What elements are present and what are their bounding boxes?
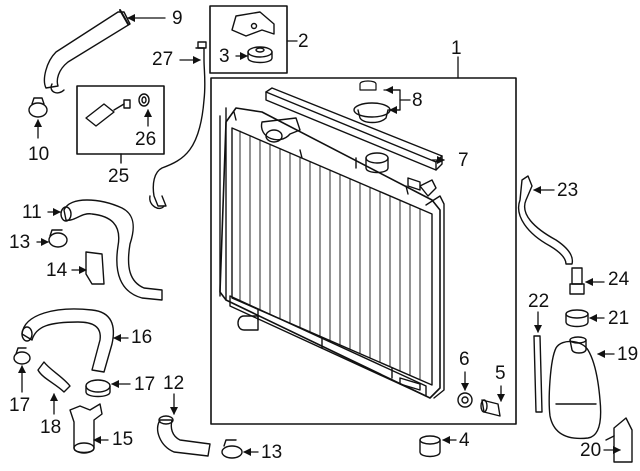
hose-clamp-13a [48,229,68,248]
callout-24: 24 [608,269,630,290]
mount-cushion-4 [419,435,441,458]
overflow-tube-27 [149,41,207,210]
upper-tank-inlet [260,117,301,143]
callout-6: 6 [459,349,470,370]
temp-sensor-25 [85,93,150,127]
hose-clamp-10 [28,97,48,118]
callout-2: 2 [298,31,309,52]
callout-4: 4 [459,430,470,451]
callout-27: 27 [152,49,174,70]
radiator-filler-neck [365,152,437,197]
reservoir-tank-19 [548,336,602,440]
lower-hose-11 [60,199,163,301]
callout-1: 1 [451,38,462,59]
callout-17b: 17 [134,374,156,395]
leader-lines [18,14,621,456]
callout-13b: 13 [261,442,283,463]
bracket-2 [231,11,275,37]
callout-10: 10 [28,144,50,165]
callout-26: 26 [135,129,157,150]
callout-3: 3 [219,46,230,67]
callout-8: 8 [412,90,423,111]
callout-19: 19 [617,344,639,365]
hose-18 [37,361,71,393]
radiator-core [219,107,445,399]
callout-16: 16 [131,327,153,348]
bracket-20 [605,417,633,463]
mount-rubber-3 [247,46,273,64]
reservoir-hose-23 [518,175,574,265]
callout-11: 11 [22,202,42,223]
callout-18: 18 [40,417,62,438]
callout-23: 23 [557,180,579,201]
hose-clamp-17a [13,347,31,365]
reservoir-pipe-22 [533,335,543,413]
callout-17a: 17 [9,395,31,416]
joint-15 [69,403,103,454]
radiator-cap [353,80,391,124]
hose-12 [156,415,211,457]
callout-14: 14 [46,260,68,281]
drain-plug-6 [457,392,473,408]
drain-cock-5 [480,399,501,417]
radiator-assembly-box [210,77,517,425]
hose-clamp-17b [85,379,111,398]
hose-clamp-13b [221,439,243,459]
callout-21: 21 [608,308,630,329]
bracket-group-box [209,5,288,74]
callout-9: 9 [172,8,183,29]
grommet-21 [565,309,589,328]
callout-25: 25 [108,166,130,187]
bracket-14 [85,251,105,285]
upper-hose [43,9,131,94]
callout-20: 20 [580,440,602,461]
callout-13a: 13 [9,232,31,253]
callout-7: 7 [458,150,469,171]
callout-12: 12 [163,373,185,394]
lower-hose-16 [21,308,115,373]
callout-22: 22 [528,291,550,312]
callout-15: 15 [112,429,134,450]
reservoir-cap-24 [569,267,585,295]
callout-5: 5 [495,363,506,384]
